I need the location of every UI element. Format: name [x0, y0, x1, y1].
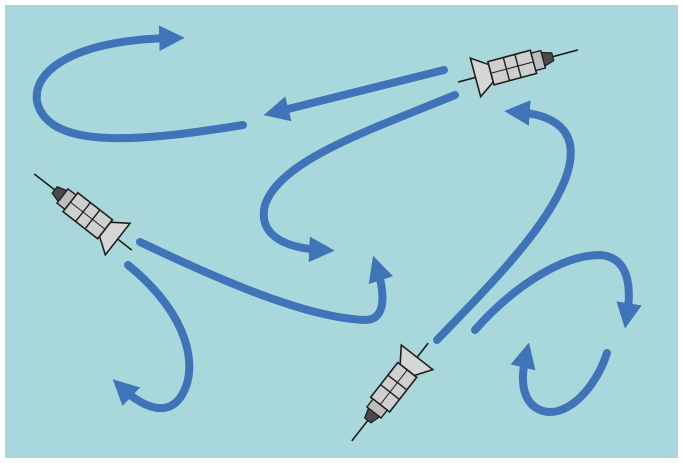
- motion-diagram: [0, 0, 683, 463]
- diagram-canvas: [0, 0, 683, 463]
